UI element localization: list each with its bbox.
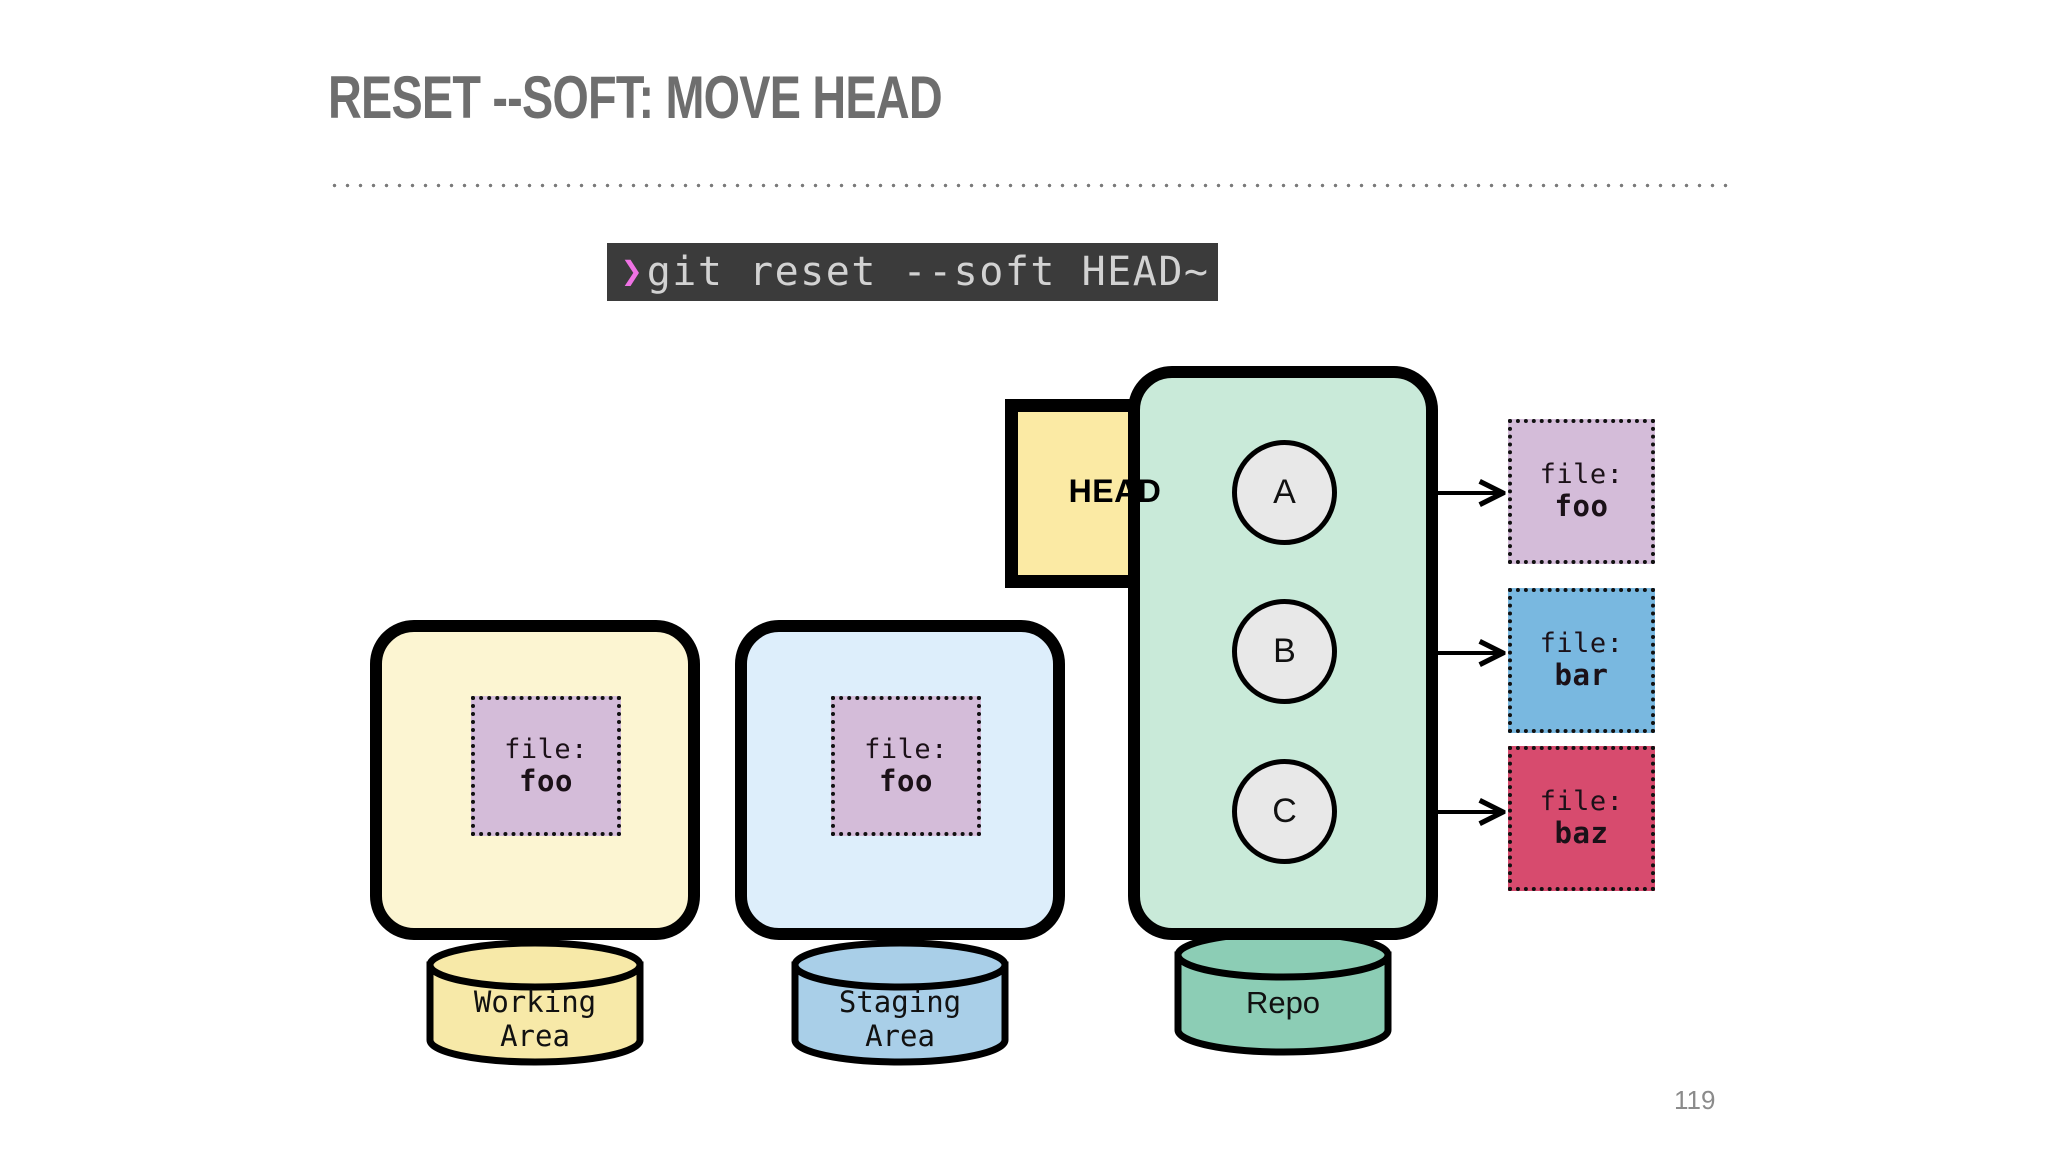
file-label: file: [1539,786,1624,818]
file-value: foo [519,763,573,798]
commit-node-b: B [1232,599,1337,704]
working-area-container [370,620,700,940]
repo-file-chip-baz: file: baz [1508,746,1655,891]
file-label: file: [1539,459,1624,491]
working-area-file-chip: file: foo [471,696,621,836]
commit-node-a: A [1232,440,1337,545]
head-pointer-label: HEAD [1068,473,1162,509]
commit-node-c: C [1232,759,1337,864]
staging-area-cylinder-label: Staging Area [795,985,1005,1053]
repo-file-chip-foo: file: foo [1508,419,1655,564]
terminal-command-text: git reset --soft HEAD~ [646,249,1210,295]
commit-label: C [1272,792,1297,830]
file-value: bar [1554,658,1609,693]
file-label: file: [504,733,588,765]
cylinder-label-line1: Repo [1245,985,1321,1020]
page-number: 119 [1674,1085,1716,1115]
working-area-cylinder-label: Working Area [430,985,640,1053]
file-value: foo [1554,489,1609,524]
repo-cylinder-label: Repo [1178,985,1388,1022]
cylinder-label-line1: Staging [838,985,962,1019]
file-label: file: [1539,628,1624,660]
title-divider [328,183,1736,188]
cylinder-label-line2: Area [865,1019,935,1054]
terminal-command-bar: ❯ git reset --soft HEAD~ [607,243,1218,301]
staging-area-file-chip: file: foo [831,696,981,836]
cylinder-label-line2: Area [500,1019,570,1054]
cylinder-label-line1: Working [473,985,597,1019]
file-value: baz [1554,816,1609,851]
file-label: file: [864,733,948,765]
prompt-chevron-icon: ❯ [621,251,643,292]
file-value: foo [879,763,933,798]
commit-label: B [1273,632,1296,670]
page-title: RESET --SOFT: MOVE HEAD [328,64,943,131]
commit-label: A [1273,473,1296,511]
repo-file-chip-bar: file: bar [1508,588,1655,733]
